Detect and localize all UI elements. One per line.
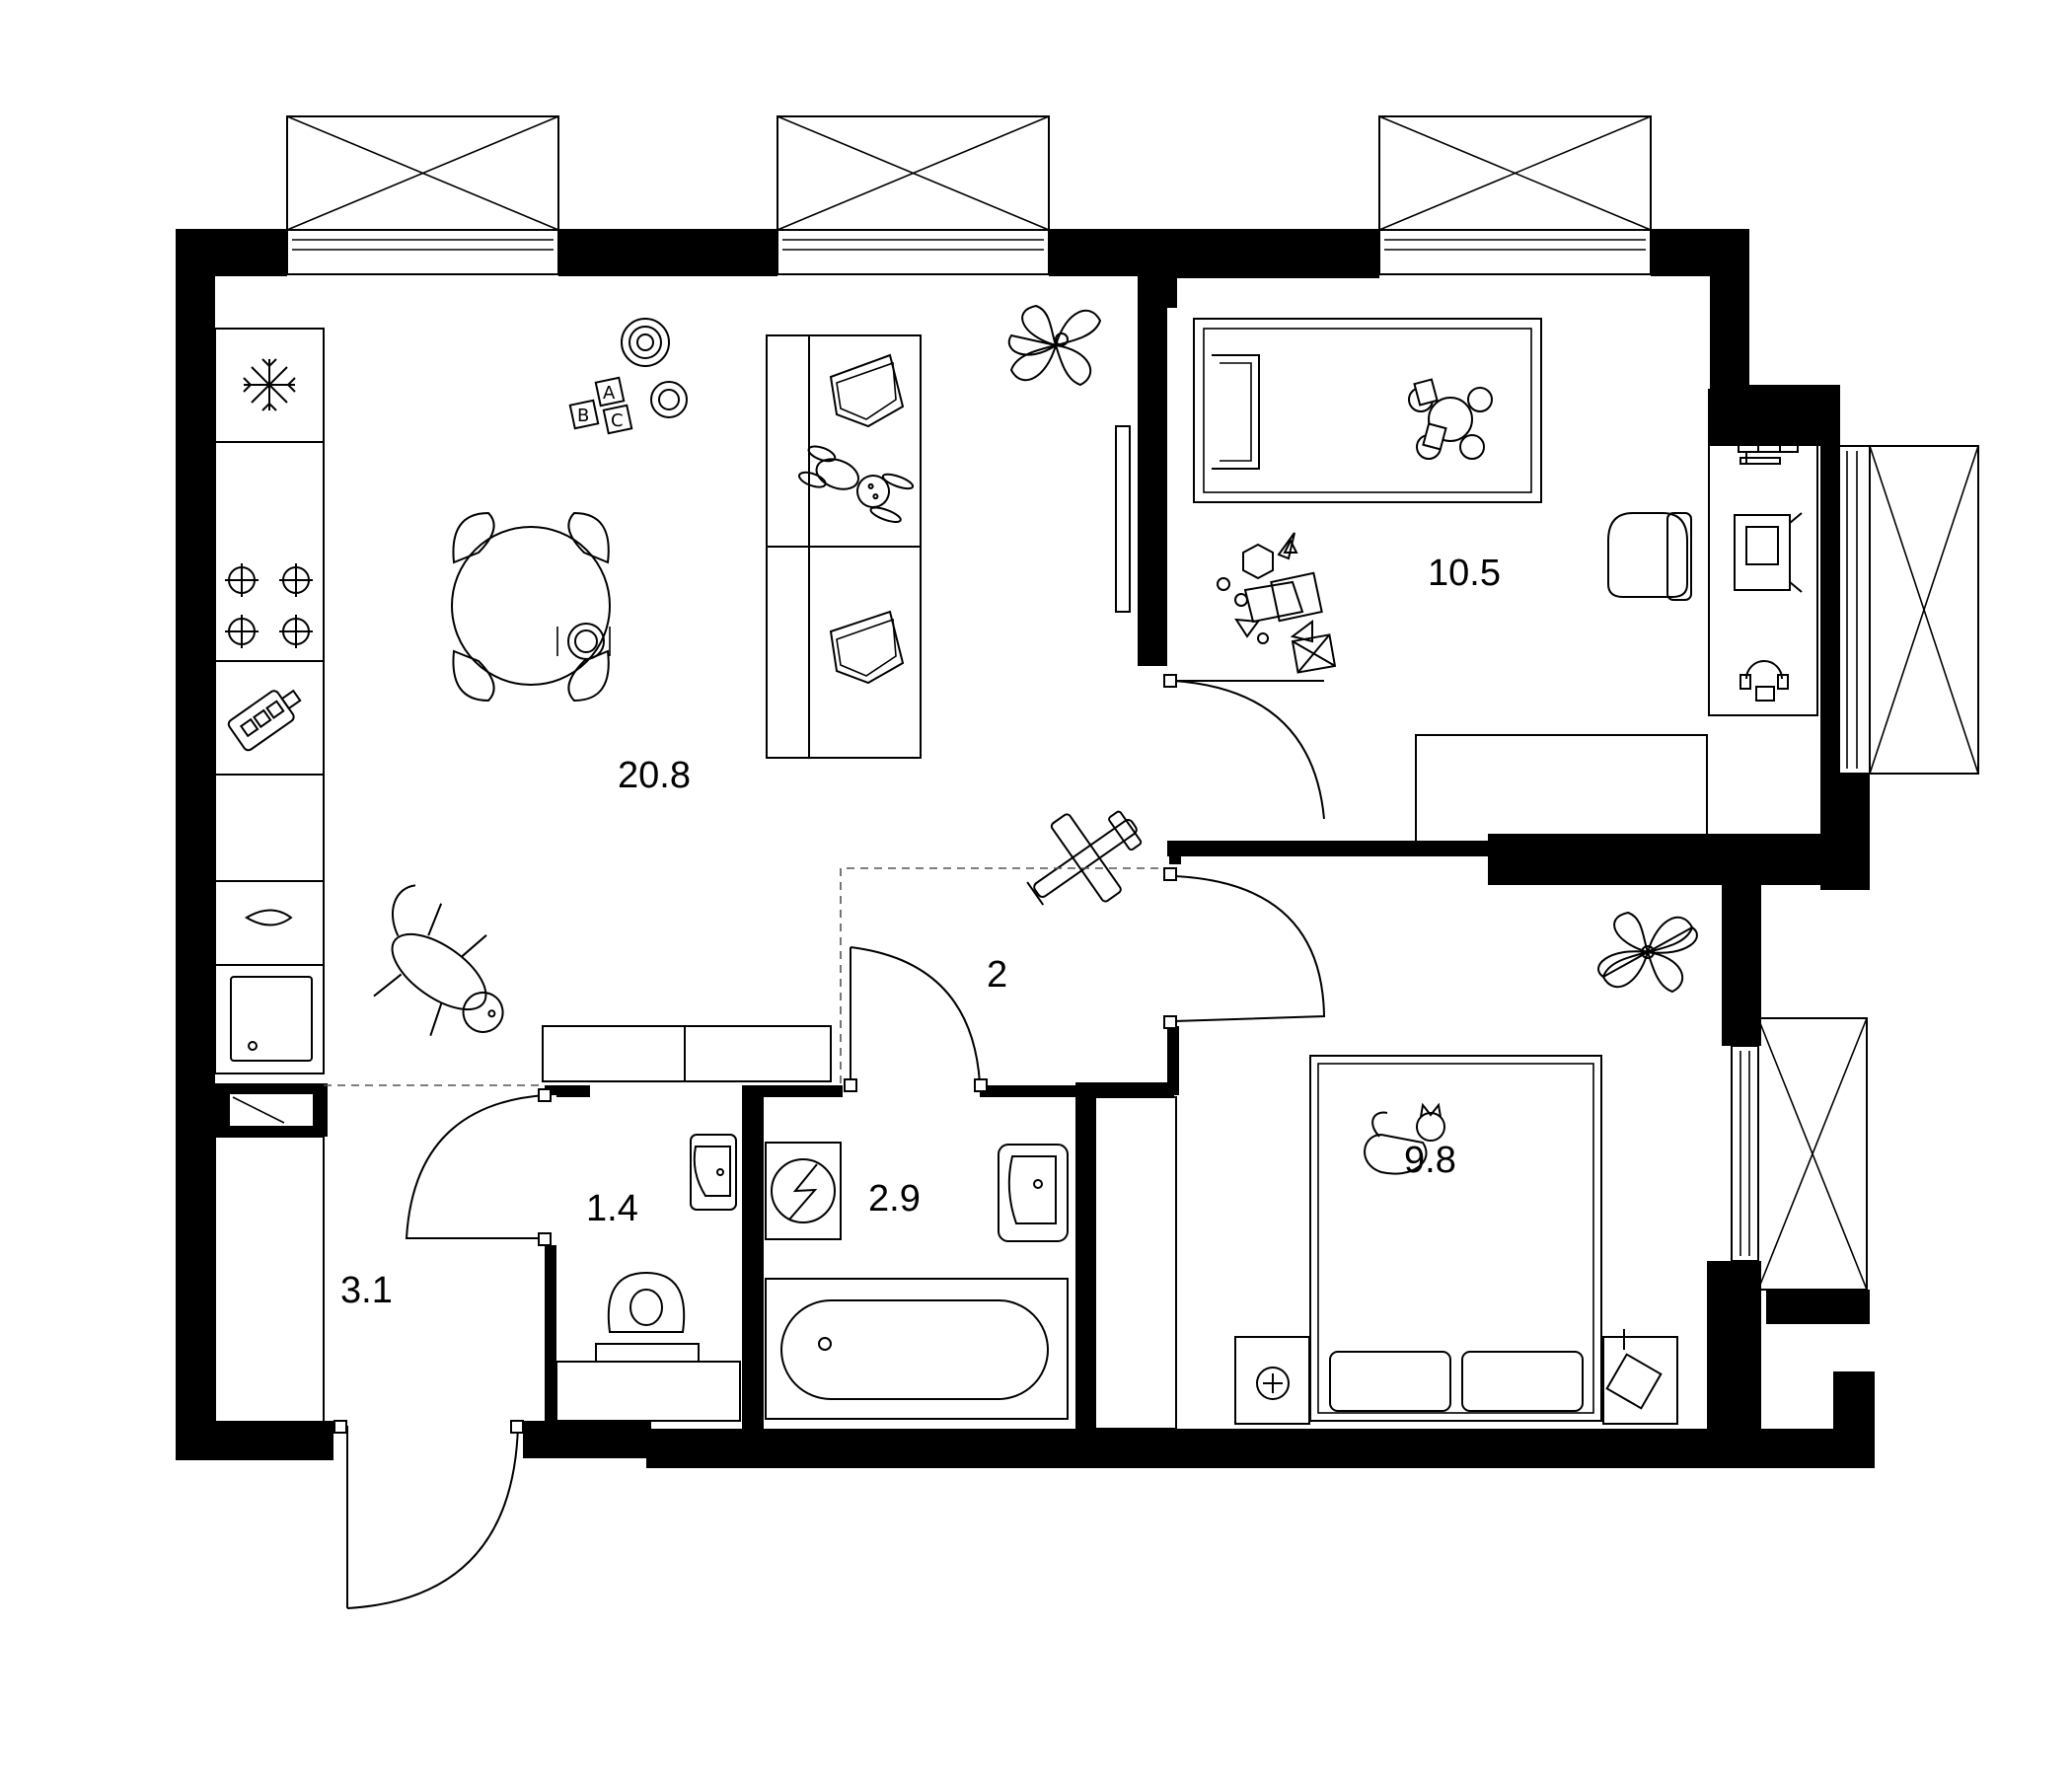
plant-icon <box>1007 304 1102 387</box>
walls <box>176 229 1875 1468</box>
wardrobe-child <box>1415 734 1708 843</box>
area-label-bedroom: 9.8 <box>1404 1140 1456 1181</box>
toy-bear-icon <box>1408 378 1493 460</box>
double-bed <box>1309 1055 1602 1422</box>
toy-block-b: B <box>577 406 589 426</box>
area-label-toilet: 1.4 <box>586 1188 638 1229</box>
pillow-icon <box>829 353 905 685</box>
area-label-living-kitchen: 20.8 <box>618 755 691 796</box>
ring-toy-icon <box>621 318 688 418</box>
cutting-board-icon <box>227 689 302 752</box>
bathtub-icon <box>765 1278 1069 1420</box>
door-entrance <box>333 1420 524 1609</box>
washbasin-bathroom <box>998 1144 1069 1242</box>
plant-icon <box>1597 911 1698 994</box>
toy-block-a: A <box>603 383 616 404</box>
door-bathroom <box>844 946 988 1092</box>
kitchen-counter <box>214 328 325 1074</box>
nightstand-left <box>1234 1336 1310 1425</box>
toy-block-c: C <box>611 410 624 431</box>
sink-drop-icon <box>245 909 293 926</box>
child-bed <box>1193 318 1542 503</box>
wardrobe-entrance <box>214 1136 325 1424</box>
teddy-bunny-icon <box>798 445 915 523</box>
snowflake-icon <box>243 358 296 411</box>
cat-icon <box>1364 1102 1445 1175</box>
toilet-icon <box>555 1271 741 1422</box>
sofa <box>766 334 922 759</box>
computer-icon <box>1734 512 1803 593</box>
tv-panel <box>1115 425 1131 613</box>
nightstand-right <box>1602 1329 1678 1425</box>
headphones-icon <box>1739 660 1789 702</box>
door-toilet <box>405 1088 552 1246</box>
desk <box>1708 389 1818 716</box>
dining-table <box>451 511 611 703</box>
area-label-bathroom: 2.9 <box>868 1178 921 1220</box>
desk-lamp-icon <box>1738 396 1799 465</box>
balcony-top-1 <box>286 115 559 275</box>
wardrobe-bedroom <box>1094 1096 1177 1430</box>
balcony-right-1 <box>1836 445 1979 775</box>
balcony-top-3 <box>1378 115 1652 275</box>
balcony-top-2 <box>777 115 1050 275</box>
shapes-toys-icon <box>1217 532 1337 674</box>
toy-blocks: A B C <box>568 376 633 435</box>
balcony-right-2 <box>1731 1017 1868 1291</box>
meter-cabinet <box>228 1092 315 1128</box>
area-label-hall: 2 <box>987 954 1007 996</box>
hall-cabinet <box>542 1025 832 1082</box>
area-label-child-room: 10.5 <box>1428 553 1501 594</box>
washing-machine-icon <box>765 1142 842 1240</box>
door-bedroom <box>1163 867 1326 1029</box>
washbasin-toilet <box>690 1134 737 1211</box>
dog-icon <box>373 884 504 1037</box>
door-child-room <box>1163 674 1325 820</box>
zone-boundary-hall <box>840 867 1164 1083</box>
area-label-entrance: 3.1 <box>340 1270 393 1311</box>
desk-chair <box>1607 512 1692 601</box>
toy-plane-icon <box>1026 810 1143 906</box>
stove-burner-icon <box>225 563 313 648</box>
